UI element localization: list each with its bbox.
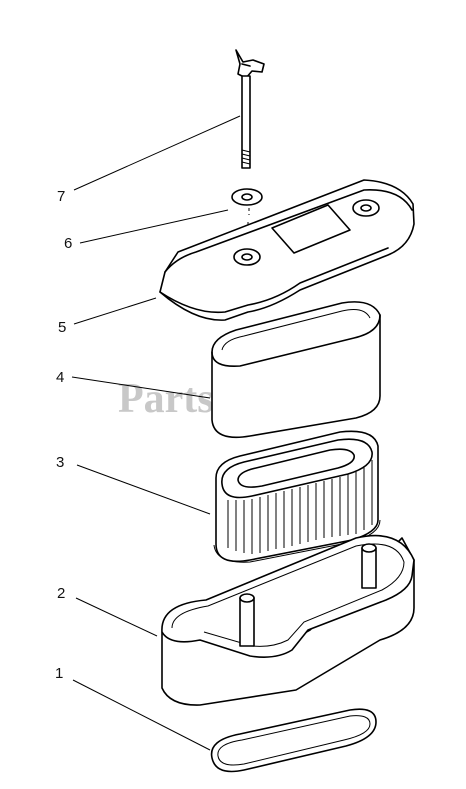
leader-line-6	[79, 209, 229, 244]
part-5-cover[interactable]	[159, 179, 415, 321]
part-7-wing-bolt[interactable]	[235, 49, 265, 169]
callout-2: 2	[57, 585, 65, 602]
callout-1: 1	[55, 665, 63, 682]
part-6-washer[interactable]	[231, 188, 263, 245]
callout-4: 4	[56, 369, 64, 386]
part-4-pre-cleaner[interactable]	[211, 301, 381, 439]
leader-line-1	[72, 679, 211, 751]
part-3-filter-cartridge[interactable]	[213, 430, 381, 563]
callout-7: 7	[57, 188, 65, 205]
callout-5: 5	[58, 319, 66, 336]
leader-line-2	[75, 597, 158, 637]
leader-line-5	[73, 297, 157, 325]
callout-6: 6	[64, 235, 72, 252]
leader-line-4	[71, 376, 211, 399]
part-1-gasket[interactable]	[210, 708, 377, 773]
leader-line-3	[76, 464, 211, 515]
leader-line-7	[73, 115, 241, 191]
callout-3: 3	[56, 454, 64, 471]
part-2-base[interactable]	[161, 534, 415, 706]
